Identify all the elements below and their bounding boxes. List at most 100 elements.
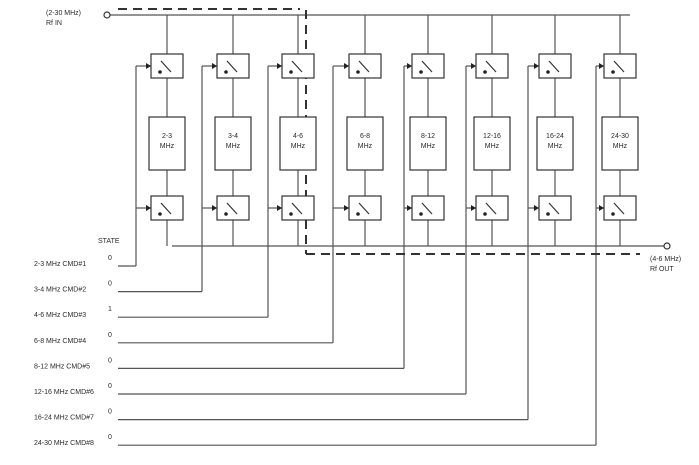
control-arrow (146, 63, 151, 69)
command-state: 0 (108, 281, 112, 288)
command-label: 2-3 MHz CMD#1 (34, 261, 86, 268)
control-arrow (344, 63, 349, 69)
bottom-switch (281, 195, 315, 221)
command-state: 0 (108, 409, 112, 416)
switch-contact (289, 70, 293, 74)
input-label-name: Rf IN (46, 20, 62, 27)
control-arrow (212, 63, 217, 69)
switch-contact (158, 212, 162, 216)
switch-contact (356, 212, 360, 216)
filter-box (214, 116, 252, 171)
switch-contact (289, 212, 293, 216)
input-label-range: (2-30 MHz) (46, 10, 81, 17)
top-switch (603, 53, 637, 79)
control-arrow (534, 205, 539, 211)
bottom-switch (538, 195, 572, 221)
switch-blade (421, 202, 433, 215)
command-state: 1 (108, 306, 112, 313)
control-arrow (212, 205, 217, 211)
command-label: 3-4 MHz CMD#2 (34, 287, 86, 294)
control-arrow (146, 205, 151, 211)
switch-blade (485, 60, 497, 73)
switch-blade (160, 202, 172, 215)
bottom-switch (603, 195, 637, 221)
top-switch (411, 53, 445, 79)
top-switch (538, 53, 572, 79)
switch-blade (226, 202, 238, 215)
filter-band-unit: MHz (226, 143, 241, 150)
bottom-switch (411, 195, 445, 221)
command-label: 8-12 MHz CMD#5 (34, 363, 90, 370)
bottom-switch (150, 195, 184, 221)
control-arrow (277, 63, 282, 69)
filter-band-unit: MHz (291, 143, 306, 150)
filter-band-label: 16-24 (546, 133, 564, 140)
switch-contact (224, 212, 228, 216)
filter-band-unit: MHz (485, 143, 500, 150)
output-label-name: Rf OUT (650, 266, 674, 273)
control-arrow (344, 205, 349, 211)
command-label: 24-30 MHz CMD#8 (34, 440, 94, 447)
control-arrow (407, 63, 412, 69)
switch-contact (611, 70, 615, 74)
filter-box (346, 116, 384, 171)
bottom-switch (475, 195, 509, 221)
filter-band-label: 8-12 (421, 133, 435, 140)
switch-contact (419, 70, 423, 74)
switch-blade (226, 60, 238, 73)
filter-band-unit: MHz (358, 143, 373, 150)
switch-blade (160, 60, 172, 73)
rf-in-terminal (103, 11, 111, 19)
control-arrow (471, 63, 476, 69)
filter-band-label: 6-8 (360, 133, 370, 140)
filter-box (409, 116, 447, 171)
switch-blade (613, 202, 625, 215)
filter-box (536, 116, 574, 171)
command-label: 12-16 MHz CMD#6 (34, 389, 94, 396)
bottom-switch (216, 195, 250, 221)
switch-blade (548, 60, 560, 73)
switch-blade (291, 202, 303, 215)
wiring (110, 14, 664, 446)
control-arrow (599, 63, 604, 69)
filter-box (601, 116, 639, 171)
filter-band-unit: MHz (421, 143, 436, 150)
switch-contact (546, 70, 550, 74)
filter-band-unit: MHz (160, 143, 175, 150)
switch-contact (546, 212, 550, 216)
command-label: 16-24 MHz CMD#7 (34, 415, 94, 422)
rf-out-terminal (663, 242, 671, 250)
filter-band-label: 24-30 (611, 133, 629, 140)
command-label: 6-8 MHz CMD#4 (34, 338, 86, 345)
switch-blade (548, 202, 560, 215)
filter-band-unit: MHz (613, 143, 628, 150)
bottom-switch (348, 195, 382, 221)
filter-box (279, 116, 317, 171)
switch-blade (358, 202, 370, 215)
filter-band-label: 4-6 (293, 133, 303, 140)
output-label-range: (4-6 MHz) (650, 256, 681, 263)
filter-band-label: 3-4 (228, 133, 238, 140)
control-arrow (599, 205, 604, 211)
control-arrow (471, 205, 476, 211)
switch-contact (158, 70, 162, 74)
top-switch (475, 53, 509, 79)
switch-contact (483, 70, 487, 74)
top-switch (348, 53, 382, 79)
top-switch (281, 53, 315, 79)
command-state: 0 (108, 434, 112, 441)
command-state: 0 (108, 255, 112, 262)
command-state: 0 (108, 383, 112, 390)
control-arrow (407, 205, 412, 211)
switch-contact (483, 212, 487, 216)
control-arrow (277, 205, 282, 211)
top-switch (150, 53, 184, 79)
